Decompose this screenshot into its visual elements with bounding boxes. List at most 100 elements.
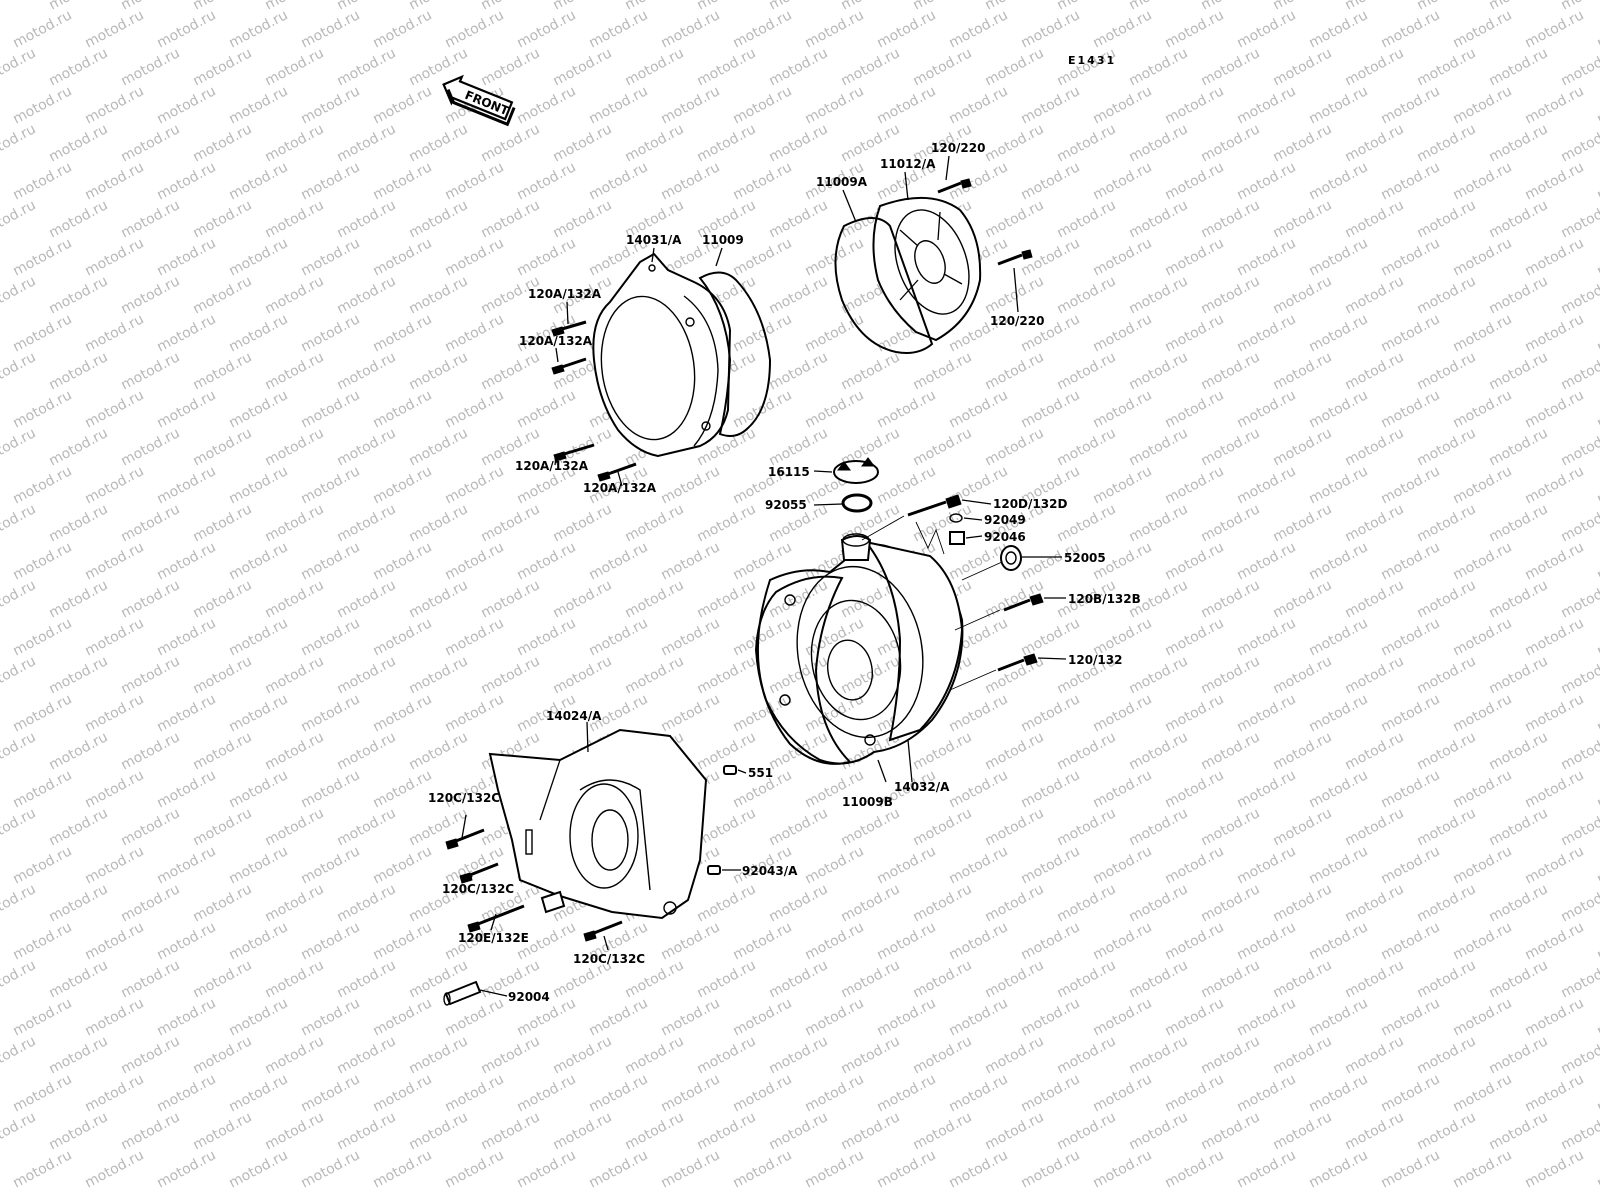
watermark-text: motod.ru [298, 919, 362, 963]
small-parts-551-92043 [707, 765, 737, 875]
watermark-text: motod.ru [766, 1033, 830, 1077]
watermark-text: motod.ru [1378, 159, 1442, 203]
watermark-text: motod.ru [1198, 653, 1262, 697]
watermark-text: motod.ru [0, 653, 39, 697]
watermark-text: motod.ru [658, 615, 722, 659]
watermark-text: motod.ru [334, 881, 398, 925]
watermark-text: motod.ru [334, 501, 398, 545]
part-92055-oring [841, 493, 873, 513]
watermark-text: motod.ru [226, 311, 290, 355]
watermark-text: motod.ru [730, 995, 794, 1039]
watermark-text: motod.ru [1306, 159, 1370, 203]
watermark-text: motod.ru [334, 1109, 398, 1153]
watermark-text: motod.ru [406, 1033, 470, 1077]
watermark-text: motod.ru [226, 691, 290, 735]
watermark-text: motod.ru [10, 615, 74, 659]
watermark-text: motod.ru [1126, 425, 1190, 469]
watermark-text: motod.ru [1234, 1071, 1298, 1115]
watermark-text: motod.ru [586, 539, 650, 583]
watermark-text: motod.ru [550, 1109, 614, 1153]
watermark-text: motod.ru [0, 843, 3, 887]
watermark-text: motod.ru [406, 501, 470, 545]
watermark-text: motod.ru [0, 0, 39, 14]
watermark-text: motod.ru [10, 7, 74, 51]
watermark-text: motod.ru [1522, 463, 1586, 507]
watermark-text: motod.ru [622, 653, 686, 697]
watermark-text: motod.ru [226, 919, 290, 963]
watermark-text: motod.ru [1450, 919, 1514, 963]
watermark-text: motod.ru [1378, 919, 1442, 963]
watermark-text: motod.ru [1198, 957, 1262, 1001]
watermark-text: motod.ru [46, 957, 110, 1001]
watermark-text: motod.ru [442, 235, 506, 279]
watermark-text: motod.ru [370, 235, 434, 279]
watermark-text: motod.ru [1270, 957, 1334, 1001]
watermark-text: motod.ru [1126, 1033, 1190, 1077]
watermark-text: motod.ru [154, 995, 218, 1039]
watermark-text: motod.ru [514, 615, 578, 659]
watermark-text: motod.ru [1450, 1071, 1514, 1115]
watermark-text: motod.ru [1306, 311, 1370, 355]
watermark-text: motod.ru [1198, 881, 1262, 925]
watermark-text: motod.ru [82, 767, 146, 811]
watermark-text: motod.ru [1558, 805, 1600, 849]
watermark-text: motod.ru [118, 653, 182, 697]
watermark-text: motod.ru [1594, 311, 1600, 355]
watermark-text: motod.ru [622, 121, 686, 165]
watermark-text: motod.ru [0, 463, 3, 507]
watermark-text: motod.ru [766, 121, 830, 165]
watermark-text: motod.ru [1018, 767, 1082, 811]
watermark-text: motod.ru [1234, 159, 1298, 203]
watermark-text: motod.ru [910, 957, 974, 1001]
watermark-text: motod.ru [802, 235, 866, 279]
watermark-text: motod.ru [262, 0, 326, 14]
watermark-text: motod.ru [190, 349, 254, 393]
watermark-text: motod.ru [0, 691, 3, 735]
watermark-text: motod.ru [154, 767, 218, 811]
watermark-text: motod.ru [1306, 1071, 1370, 1115]
watermark-text: motod.ru [0, 577, 39, 621]
watermark-text: motod.ru [226, 1147, 290, 1191]
watermark-text: motod.ru [370, 1147, 434, 1191]
watermark-text: motod.ru [1378, 463, 1442, 507]
part-14024-cover [488, 728, 708, 920]
watermark-text: motod.ru [262, 729, 326, 773]
watermark-text: motod.ru [1522, 387, 1586, 431]
watermark-text: motod.ru [550, 501, 614, 545]
watermark-text: motod.ru [1054, 805, 1118, 849]
watermark-text: motod.ru [514, 7, 578, 51]
watermark-text: motod.ru [298, 767, 362, 811]
label-120a-132a-3: 120A/132A [515, 459, 589, 473]
label-14031-a: 14031/A [626, 233, 682, 247]
watermark-text: motod.ru [658, 1071, 722, 1115]
bolts-120-220 [937, 178, 1033, 266]
watermark-text: motod.ru [0, 729, 39, 773]
watermark-text: motod.ru [1342, 0, 1406, 14]
watermark-text: motod.ru [118, 805, 182, 849]
watermark-text: motod.ru [1234, 311, 1298, 355]
watermark-text: motod.ru [910, 45, 974, 89]
watermark-text: motod.ru [1486, 805, 1550, 849]
watermark-text: motod.ru [514, 539, 578, 583]
watermark-text: motod.ru [478, 121, 542, 165]
watermark-text: motod.ru [1198, 45, 1262, 89]
watermark-text: motod.ru [730, 539, 794, 583]
watermark-text: motod.ru [1522, 83, 1586, 127]
watermark-text: motod.ru [622, 1033, 686, 1077]
watermark-text: motod.ru [1450, 83, 1514, 127]
watermark-text: motod.ru [838, 1109, 902, 1153]
watermark-text: motod.ru [442, 387, 506, 431]
watermark-text: motod.ru [1342, 425, 1406, 469]
watermark-text: motod.ru [946, 691, 1010, 735]
watermark-text: motod.ru [154, 843, 218, 887]
watermark-text: motod.ru [406, 349, 470, 393]
leader-lines [461, 155, 1067, 997]
watermark-text: motod.ru [1270, 425, 1334, 469]
watermark-text: motod.ru [1378, 1071, 1442, 1115]
watermark-text: motod.ru [0, 501, 39, 545]
watermark-text: motod.ru [1306, 767, 1370, 811]
watermark-text: motod.ru [1270, 1109, 1334, 1153]
watermark-text: motod.ru [1342, 121, 1406, 165]
watermark-text: motod.ru [190, 729, 254, 773]
watermark-text: motod.ru [154, 387, 218, 431]
